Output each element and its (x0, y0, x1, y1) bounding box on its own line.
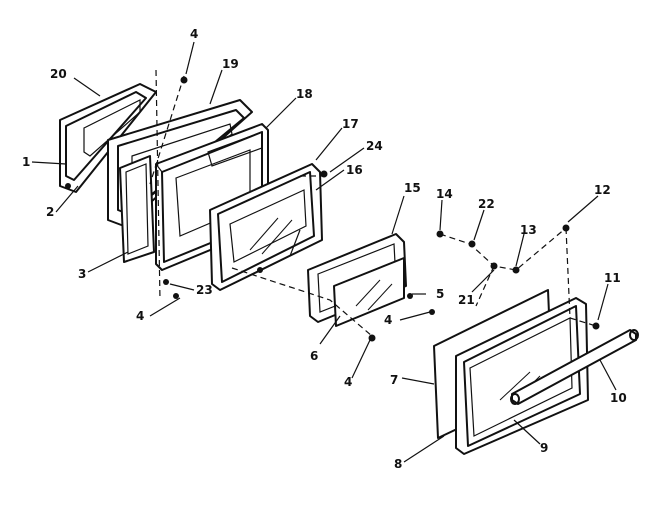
callout-7: 7 (390, 373, 398, 387)
callout-12: 12 (594, 183, 611, 197)
part-16-inner-panel (209, 163, 323, 291)
callout-8: 8 (394, 457, 402, 471)
part-10-handle (510, 329, 639, 405)
callout-23: 23 (196, 283, 213, 297)
callout-24: 24 (366, 139, 383, 153)
callout-labels: 20 1 2 3 4 19 18 17 24 16 15 23 4 5 4 6 … (22, 27, 627, 471)
callout-4-bottom: 4 (344, 375, 352, 389)
callout-2: 2 (46, 205, 54, 219)
callout-13: 13 (520, 223, 537, 237)
alignment-lines (149, 69, 597, 337)
callout-4-mid: 4 (384, 313, 392, 327)
callout-20: 20 (50, 67, 67, 81)
fasteners (65, 76, 600, 342)
callout-16: 16 (346, 163, 363, 177)
callout-3: 3 (78, 267, 86, 281)
part-6-glass (333, 257, 405, 327)
part-3-liner (119, 155, 155, 263)
callout-4-top: 4 (190, 27, 198, 41)
callout-19: 19 (222, 57, 239, 71)
part-9-outer-frame (455, 297, 589, 455)
callout-9: 9 (540, 441, 548, 455)
callout-11: 11 (604, 271, 621, 285)
callout-6: 6 (310, 349, 318, 363)
callout-14: 14 (436, 187, 453, 201)
callout-10: 10 (610, 391, 627, 405)
leader-lines (31, 41, 617, 463)
callout-21: 21 (458, 293, 475, 307)
callout-17: 17 (342, 117, 359, 131)
callout-22: 22 (478, 197, 495, 211)
callout-1: 1 (22, 155, 30, 169)
callout-18: 18 (296, 87, 313, 101)
callout-15: 15 (404, 181, 421, 195)
callout-5: 5 (436, 287, 444, 301)
callout-4-left: 4 (136, 309, 144, 323)
